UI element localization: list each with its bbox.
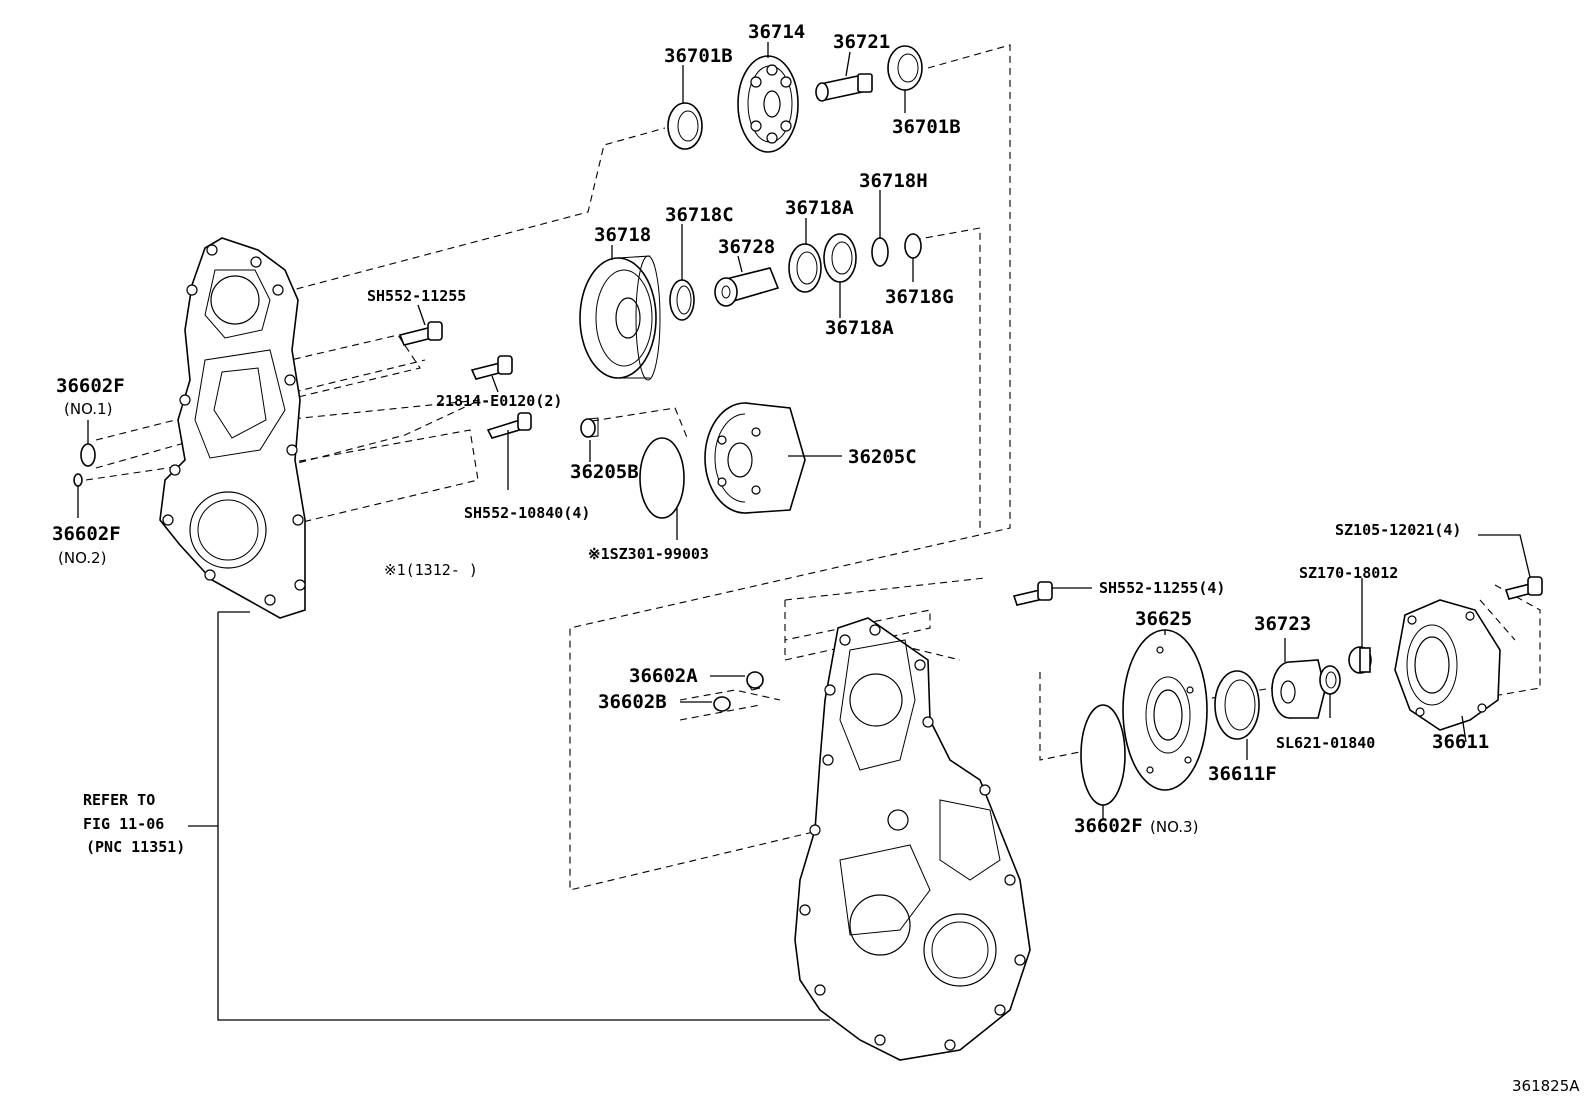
gasket-36602B[interactable] [713,696,731,712]
label-36602F-no3[interactable]: 36602F [1074,815,1143,837]
label-36602B[interactable]: 36602B [598,691,667,713]
assembly-guide-lines [85,44,1541,891]
gear-36714[interactable] [737,55,799,153]
label-SZ301-99003[interactable]: ※1SZ301-99003 [588,545,709,563]
plug-36602A[interactable] [746,671,764,691]
o-ring-36602F-no1[interactable] [80,443,96,467]
leader-line [737,255,743,273]
label-SZ170-18012[interactable]: SZ170-18012 [1299,564,1398,582]
label-36602F-no1-sub: (NO.1) [64,400,112,418]
bolt-SZ105-12021[interactable] [1504,576,1543,600]
gear-36718[interactable] [579,255,661,381]
label-36611[interactable]: 36611 [1432,731,1489,753]
sprocket-36205C[interactable] [704,402,806,514]
label-36721[interactable]: 36721 [833,31,890,53]
label-36718C[interactable]: 36718C [665,204,734,226]
label-36205C[interactable]: 36205C [848,446,917,468]
ring-36718G[interactable] [904,233,922,259]
label-36701B-right[interactable]: 36701B [892,116,961,138]
leader-line [491,375,499,393]
cover-36625[interactable] [1122,629,1208,791]
pin-36205B[interactable] [580,417,599,438]
o-ring-36602F-no3[interactable] [1080,704,1126,806]
leader-line [1478,534,1531,578]
label-36718H[interactable]: 36718H [859,170,928,192]
o-ring-36602F-no2[interactable] [73,473,83,487]
sleeve-36728[interactable] [714,267,780,307]
figure-id: 361825A [1512,1077,1580,1095]
snap-ring-36718C[interactable] [669,279,695,321]
front-cover-left[interactable] [159,237,306,619]
flange-36723[interactable] [1271,659,1326,719]
label-36718A-bottom[interactable]: 36718A [825,317,894,339]
leader-line [1461,715,1467,743]
bearing-36718A-right[interactable] [823,233,857,283]
label-36602F-no1[interactable]: 36602F [56,375,125,397]
nut-SZ170-18012[interactable] [1348,646,1372,674]
bearing-36701B-top[interactable] [667,102,703,150]
label-36714[interactable]: 36714 [748,21,805,43]
label-36625[interactable]: 36625 [1135,608,1192,630]
part-labels: 36701B 36714 36721 36701B 36718H 36718C … [52,21,1580,1095]
label-21814-E0120[interactable]: 21814-E0120(2) [436,392,562,410]
label-36723[interactable]: 36723 [1254,613,1311,635]
label-36602F-no2-sub: (NO.2) [58,549,106,567]
bearing-36701B-right[interactable] [887,45,923,91]
washer-SL621-01840[interactable] [1319,665,1341,695]
label-36602F-no2[interactable]: 36602F [52,523,121,545]
bolt-21814-E0120[interactable] [470,355,513,380]
bolt-SH552-10840[interactable] [486,412,532,439]
label-36718A-top[interactable]: 36718A [785,197,854,219]
housing-bolt-holes [799,624,1026,1051]
oil-seal-36611F[interactable] [1214,670,1260,740]
leader-line [845,51,851,77]
note-serial-range: ※1(1312- ) [384,561,478,579]
label-36602A[interactable]: 36602A [629,665,698,687]
label-36701B-top[interactable]: 36701B [664,45,733,67]
leader-line [417,304,426,326]
label-SL621-01840[interactable]: SL621-01840 [1276,734,1375,752]
snap-ring-36718H[interactable] [871,237,889,267]
bolt-SH552-11255[interactable] [398,321,443,346]
cover-bolt-holes [162,244,306,606]
refer-line-2[interactable]: FIG 11-06 [83,815,164,833]
refer-line-3: (PNC 11351) [86,838,185,856]
label-SZ105-12021[interactable]: SZ105-12021(4) [1335,521,1461,539]
label-SH552-11255[interactable]: SH552-11255 [367,287,466,305]
shaft-36721[interactable] [815,73,873,102]
label-36718G[interactable]: 36718G [885,286,954,308]
label-36602F-no3-sub: (NO.3) [1150,818,1198,836]
label-36205B[interactable]: 36205B [570,461,639,483]
label-SH552-11255-4[interactable]: SH552-11255(4) [1099,579,1225,597]
refer-line-1: REFER TO [83,791,155,809]
bearing-36718A-left[interactable] [788,243,822,293]
label-36718[interactable]: 36718 [594,224,651,246]
o-ring-SZ301-99003[interactable] [639,437,685,519]
extension-housing-36611[interactable] [1394,599,1501,731]
label-36728[interactable]: 36728 [718,236,775,258]
refer-bracket-line [188,611,830,1021]
label-SH552-10840[interactable]: SH552-10840(4) [464,504,590,522]
transfer-case-housing[interactable] [794,617,1031,1061]
bolt-SH552-11255-4[interactable] [1012,581,1053,606]
label-36611F[interactable]: 36611F [1208,763,1277,785]
